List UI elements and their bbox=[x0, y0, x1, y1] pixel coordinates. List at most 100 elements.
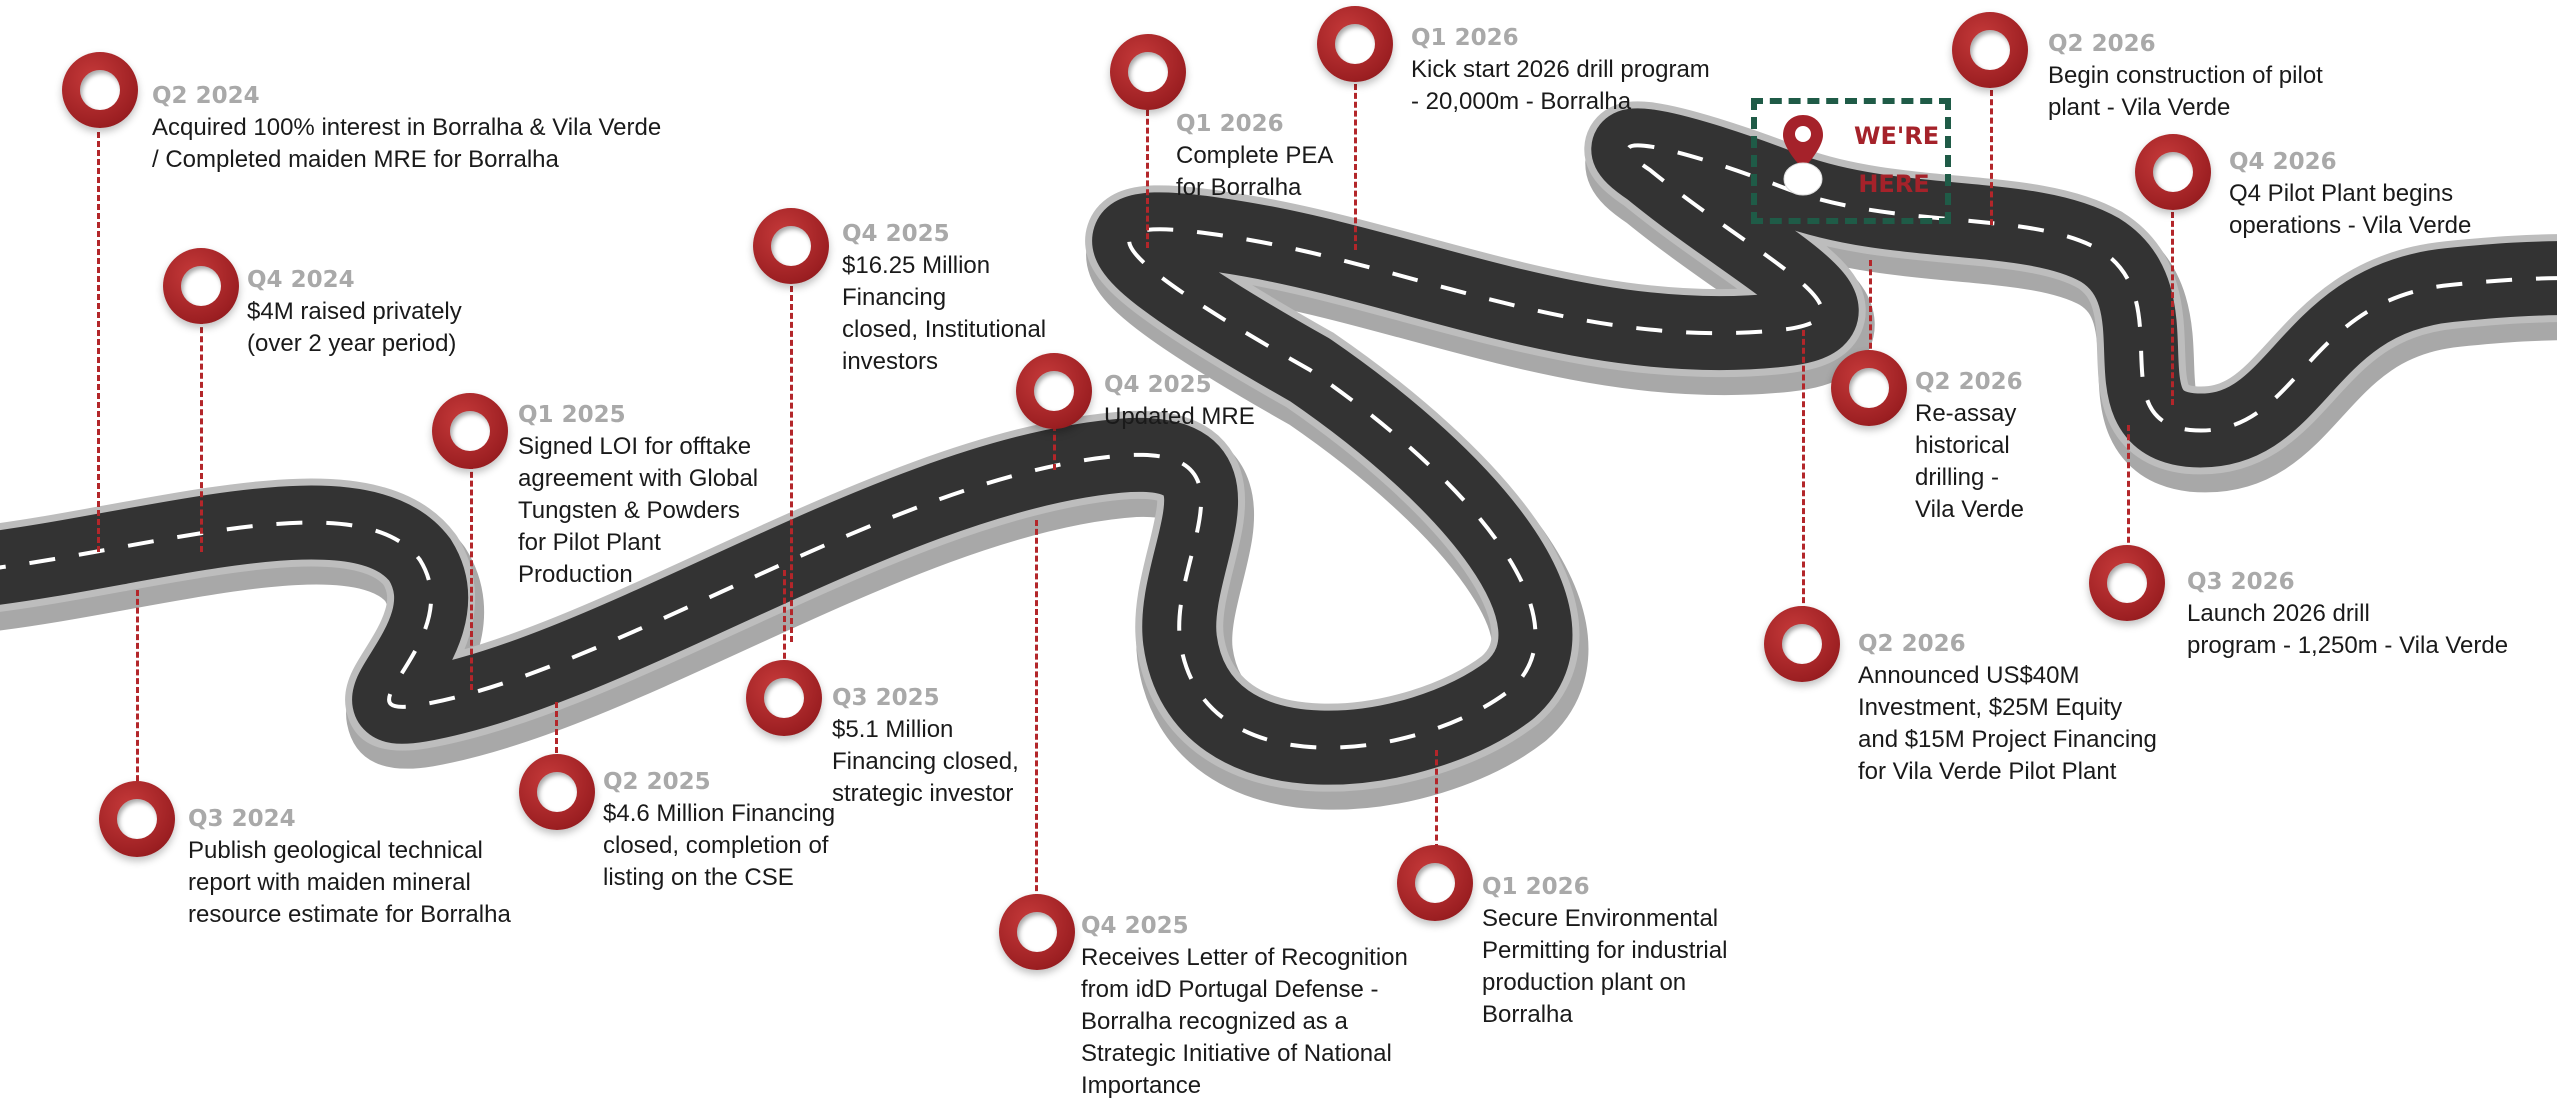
milestone-description: Financing bbox=[842, 284, 947, 311]
milestone-description: Borralha recognized as a bbox=[1081, 1008, 1348, 1035]
milestone-description: Receives Letter of Recognition bbox=[1081, 944, 1408, 971]
milestone-description: Vila Verde bbox=[1915, 496, 2024, 523]
milestone-description: - 20,000m - Borralha bbox=[1411, 88, 1632, 115]
milestone-description: Publish geological technical bbox=[188, 837, 483, 864]
milestone-marker-icon bbox=[1317, 6, 1393, 82]
milestone-quarter: Q4 2025 bbox=[842, 221, 950, 247]
connector-line bbox=[1053, 425, 1056, 470]
connector-line bbox=[1035, 520, 1038, 900]
milestone-description: (over 2 year period) bbox=[247, 330, 457, 357]
connector-line bbox=[1146, 110, 1149, 248]
milestone-description: Strategic Initiative of National bbox=[1081, 1040, 1392, 1067]
here-label-line2: HERE bbox=[1858, 170, 1930, 198]
milestone-marker-icon bbox=[999, 894, 1075, 970]
milestone-description: for Vila Verde Pilot Plant bbox=[1858, 758, 2117, 785]
milestone-text: Q4 2024$4M raised privately(over 2 year … bbox=[247, 266, 462, 360]
milestone-description: listing on the CSE bbox=[603, 864, 794, 891]
milestone-quarter: Q2 2025 bbox=[603, 769, 711, 795]
milestone-quarter: Q1 2026 bbox=[1176, 111, 1284, 137]
connector-line bbox=[1990, 90, 1993, 225]
milestone-description: agreement with Global bbox=[518, 465, 759, 492]
connector-line bbox=[1354, 84, 1357, 250]
milestone-marker-icon bbox=[1397, 845, 1473, 921]
milestone-quarter: Q3 2026 bbox=[2187, 569, 2295, 595]
here-label-line1: WE'RE bbox=[1854, 122, 1940, 150]
milestone-description: closed, Institutional bbox=[842, 316, 1047, 343]
milestone-description: / Completed maiden MRE for Borralha bbox=[152, 146, 559, 173]
milestone-description: Permitting for industrial bbox=[1482, 937, 1728, 964]
milestone-description: for Borralha bbox=[1176, 174, 1302, 201]
milestone-marker-icon bbox=[1831, 350, 1907, 426]
milestone-quarter: Q2 2024 bbox=[152, 83, 260, 109]
milestone-quarter: Q4 2026 bbox=[2229, 149, 2337, 175]
connector-line bbox=[1869, 260, 1872, 358]
connector-line bbox=[1435, 750, 1438, 850]
milestone-description: Kick start 2026 drill program bbox=[1411, 56, 1710, 83]
milestone-description: $5.1 Million bbox=[832, 716, 954, 743]
milestone-quarter: Q4 2025 bbox=[1104, 372, 1212, 398]
milestone-quarter: Q1 2026 bbox=[1482, 874, 1590, 900]
map-pin-icon bbox=[1783, 115, 1823, 196]
connector-line bbox=[1802, 330, 1805, 612]
milestone-description: investors bbox=[842, 348, 939, 375]
milestone-description: Investment, $25M Equity bbox=[1858, 694, 2123, 721]
milestone-description: Tungsten & Powders bbox=[518, 497, 740, 524]
milestone-description: drilling - bbox=[1915, 464, 2000, 491]
milestone-description: Re-assay bbox=[1915, 400, 2017, 427]
milestone-description: and $15M Project Financing bbox=[1858, 726, 2157, 753]
milestone-marker-icon bbox=[2089, 545, 2165, 621]
milestone-description: Production bbox=[518, 561, 633, 588]
milestone-quarter: Q3 2024 bbox=[188, 806, 296, 832]
milestone-marker-icon bbox=[1764, 606, 1840, 682]
milestone-description: Secure Environmental bbox=[1482, 905, 1719, 932]
current-position-box bbox=[1751, 98, 1951, 224]
milestone-description: program - 1,250m - Vila Verde bbox=[2187, 632, 2509, 659]
connector-line bbox=[200, 318, 203, 552]
milestone-text: Q4 2026 Q4 Pilot Plant begins operations -… bbox=[2229, 148, 2471, 242]
milestone-description: Complete PEA bbox=[1176, 142, 1334, 169]
milestone-description: $16.25 Million bbox=[842, 252, 991, 279]
milestone-marker-icon bbox=[1952, 12, 2028, 88]
milestone-quarter: Q1 2026 bbox=[1411, 25, 1519, 51]
connector-line bbox=[97, 132, 100, 552]
milestone-description: for Pilot Plant bbox=[518, 529, 661, 556]
milestone-description: Updated MRE bbox=[1104, 403, 1255, 430]
milestone-quarter: Q3 2025 bbox=[832, 685, 940, 711]
milestone-quarter: Q2 2026 bbox=[1858, 631, 1966, 657]
milestone-description: Signed LOI for offtake bbox=[518, 433, 752, 460]
milestone-description: operations - Vila Verde bbox=[2229, 212, 2472, 239]
connector-line bbox=[136, 590, 139, 790]
milestone-description: from idD Portugal Defense - bbox=[1081, 976, 1379, 1003]
milestone-description: resource estimate for Borralha bbox=[188, 901, 511, 928]
milestone-description: Q4 Pilot Plant begins bbox=[2229, 180, 2454, 207]
milestone-description: Importance bbox=[1081, 1072, 1202, 1099]
milestone-description: Begin construction of pilot bbox=[2048, 62, 2323, 89]
connector-line bbox=[2127, 425, 2130, 552]
milestone-marker-icon bbox=[163, 248, 239, 324]
milestone-quarter: Q2 2026 bbox=[1915, 369, 2023, 395]
connector-line bbox=[790, 286, 793, 642]
milestone-description: production plant on bbox=[1482, 969, 1687, 996]
connector-line bbox=[555, 702, 558, 762]
milestone-marker-icon bbox=[519, 754, 595, 830]
milestone-description: Financing closed, bbox=[832, 748, 1019, 775]
connector-line bbox=[470, 463, 473, 690]
milestone-marker-icon bbox=[1016, 353, 1092, 429]
milestone-description: strategic investor bbox=[832, 780, 1014, 807]
milestone-description: Announced US$40M bbox=[1858, 662, 2080, 689]
milestone-description: historical bbox=[1915, 432, 2010, 459]
